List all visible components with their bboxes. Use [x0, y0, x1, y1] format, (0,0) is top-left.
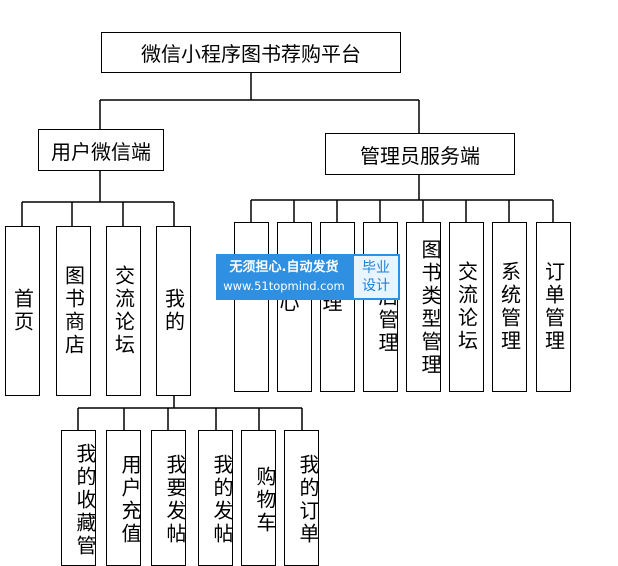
node-label: 订单管理: [541, 261, 566, 353]
node-label: 我的收藏管: [73, 442, 96, 558]
node-user-recharge: 用户充值: [106, 430, 141, 566]
node-book-type-manage: 图书类型管理: [406, 222, 442, 392]
watermark-line2: www.51topmind.com: [223, 279, 345, 293]
node-book-store-manage: 图店管理: [363, 222, 399, 392]
group-label: 用户微信端: [51, 139, 151, 164]
group-user-wechat: 用户微信端: [38, 129, 164, 171]
node-mine: 我的: [156, 226, 191, 396]
watermark-badge: 毕业 设计: [352, 254, 400, 300]
node-label: 用户充值: [118, 454, 141, 546]
node-book-store: 图书商店: [56, 226, 91, 396]
node-label: 我的: [161, 288, 186, 334]
node-home: 首页: [5, 226, 40, 396]
node-system-manage: 系统管理: [492, 222, 527, 392]
watermark-banner: 无须担心.自动发货 www.51topmind.com 毕业 设计: [216, 254, 400, 300]
node-label: 我的发帖: [210, 454, 233, 546]
root-node: 微信小程序图书荐购平台: [101, 32, 401, 73]
node-label: 首页: [10, 288, 35, 334]
watermark-text-block: 无须担心.自动发货 www.51topmind.com: [216, 254, 352, 300]
node-new-post: 我要发帖: [151, 430, 186, 566]
node-my-posts: 我的发帖: [198, 430, 233, 566]
node-admin-manage: 管理: [319, 222, 355, 392]
node-label: 交流论坛: [454, 261, 479, 353]
node-label: 购物车: [253, 465, 276, 535]
group-admin-server: 管理员服务端: [325, 133, 515, 175]
node-my-favorites: 我的收藏管: [61, 430, 96, 566]
node-order-manage: 订单管理: [536, 222, 571, 392]
watermark-line1: 无须担心.自动发货: [229, 260, 339, 275]
node-admin-center: 中心: [276, 222, 312, 392]
node-admin-home: 页: [233, 222, 269, 392]
group-label: 管理员服务端: [360, 143, 480, 168]
node-label: 图书商店: [61, 265, 86, 357]
node-label: 我要发帖: [163, 454, 186, 546]
node-label: 交流论坛: [111, 265, 136, 357]
node-label: 我的订单: [296, 454, 319, 546]
root-node-label: 微信小程序图书荐购平台: [141, 42, 361, 66]
watermark-badge-line2: 设计: [362, 278, 390, 294]
watermark-badge-line1: 毕业: [362, 260, 390, 276]
node-forum: 交流论坛: [106, 226, 141, 396]
node-admin-forum: 交流论坛: [449, 222, 484, 392]
node-cart: 购物车: [241, 430, 276, 566]
node-label: 图书类型管理: [418, 239, 442, 377]
node-my-orders: 我的订单: [284, 430, 319, 566]
node-label: 系统管理: [497, 261, 522, 353]
